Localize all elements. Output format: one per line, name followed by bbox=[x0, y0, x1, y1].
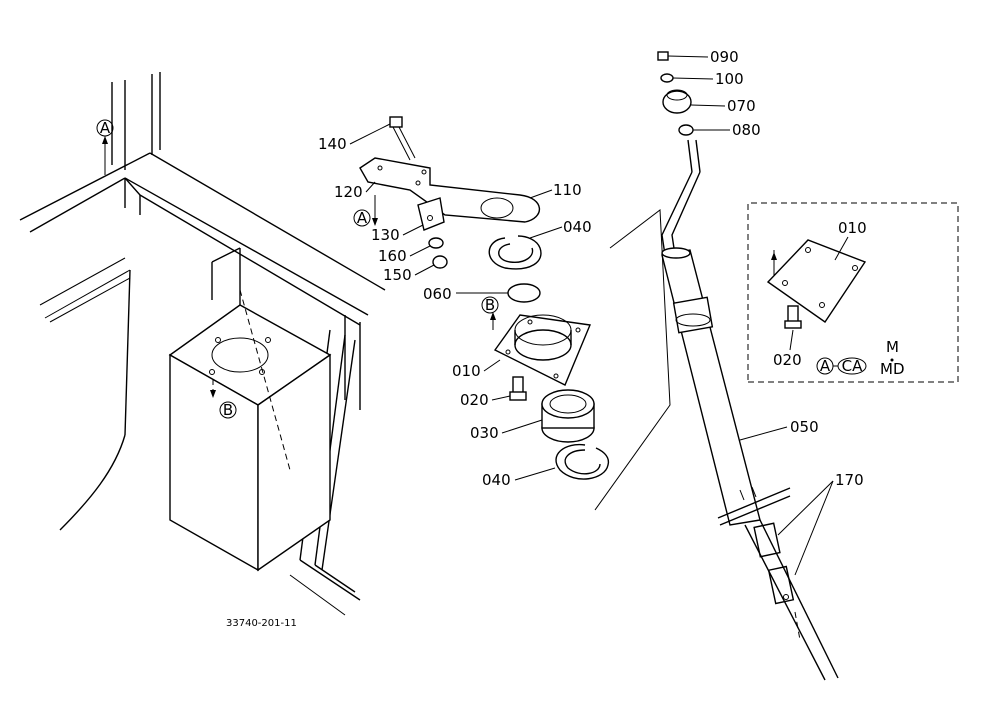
inset-box: 010 020 A CA M MD bbox=[747, 202, 959, 383]
svg-text:100: 100 bbox=[715, 70, 744, 88]
right-callouts: 090 100 070 080 050 170 bbox=[667, 48, 864, 576]
svg-text:150: 150 bbox=[383, 266, 412, 284]
svg-text:B: B bbox=[485, 296, 495, 314]
svg-text:170: 170 bbox=[835, 471, 864, 489]
svg-text:080: 080 bbox=[732, 121, 761, 139]
svg-text:M: M bbox=[886, 338, 899, 356]
svg-text:050: 050 bbox=[790, 418, 819, 436]
svg-text:090: 090 bbox=[710, 48, 739, 66]
bracket-assembly: A B bbox=[353, 116, 671, 511]
svg-text:130: 130 bbox=[371, 226, 400, 244]
svg-text:030: 030 bbox=[470, 424, 499, 442]
svg-text:060: 060 bbox=[423, 285, 452, 303]
drawing-number: 33740-201-11 bbox=[226, 618, 297, 629]
svg-text:CA: CA bbox=[842, 357, 863, 375]
shift-lever bbox=[657, 51, 839, 681]
ref-a-marker-top: A bbox=[96, 119, 114, 175]
svg-text:140: 140 bbox=[318, 135, 347, 153]
svg-text:160: 160 bbox=[378, 247, 407, 265]
svg-text:010: 010 bbox=[452, 362, 481, 380]
svg-text:040: 040 bbox=[482, 471, 511, 489]
svg-text:MD: MD bbox=[880, 360, 905, 378]
housing-box bbox=[168, 247, 332, 572]
svg-text:020: 020 bbox=[460, 391, 489, 409]
svg-text:A: A bbox=[820, 357, 831, 375]
svg-text:110: 110 bbox=[553, 181, 582, 199]
svg-text:120: 120 bbox=[334, 183, 363, 201]
svg-text:040: 040 bbox=[563, 218, 592, 236]
svg-text:B: B bbox=[223, 401, 233, 419]
svg-text:010: 010 bbox=[838, 219, 867, 237]
svg-text:070: 070 bbox=[727, 97, 756, 115]
svg-text:A: A bbox=[357, 209, 368, 227]
svg-text:A: A bbox=[100, 119, 111, 137]
ref-b-marker-housing: B bbox=[210, 378, 237, 419]
middle-callouts: 140 120 110 130 040 160 150 060 010 020 … bbox=[318, 123, 592, 489]
svg-text:020: 020 bbox=[773, 351, 802, 369]
